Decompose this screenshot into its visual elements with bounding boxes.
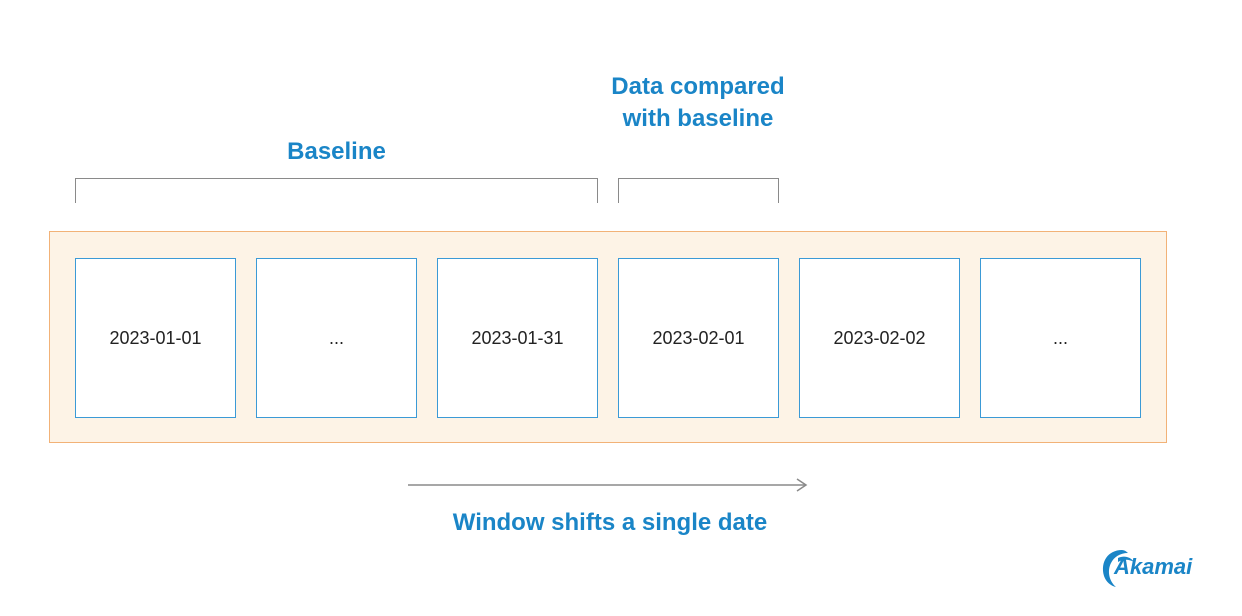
date-cell: 2023-02-01 (618, 258, 779, 418)
baseline-bracket (75, 178, 598, 203)
akamai-logo: Akamai (1096, 544, 1206, 588)
date-cell: 2023-01-31 (437, 258, 598, 418)
date-window-strip: 2023-01-01 ... 2023-01-31 2023-02-01 202… (49, 231, 1167, 443)
baseline-label: Baseline (287, 138, 386, 165)
akamai-logo-text: Akamai (1114, 554, 1193, 579)
akamai-swoosh-icon (1102, 550, 1134, 587)
date-cell: ... (256, 258, 417, 418)
compared-label-text: Data compared with baseline (611, 73, 785, 132)
compared-with-baseline-label: Data compared with baseline (598, 71, 798, 135)
window-shift-label: Window shifts a single date (452, 509, 768, 536)
compared-bracket (618, 178, 779, 203)
shift-arrow (408, 478, 808, 492)
date-cell: 2023-01-01 (75, 258, 236, 418)
date-cell: ... (980, 258, 1141, 418)
date-cell: 2023-02-02 (799, 258, 960, 418)
